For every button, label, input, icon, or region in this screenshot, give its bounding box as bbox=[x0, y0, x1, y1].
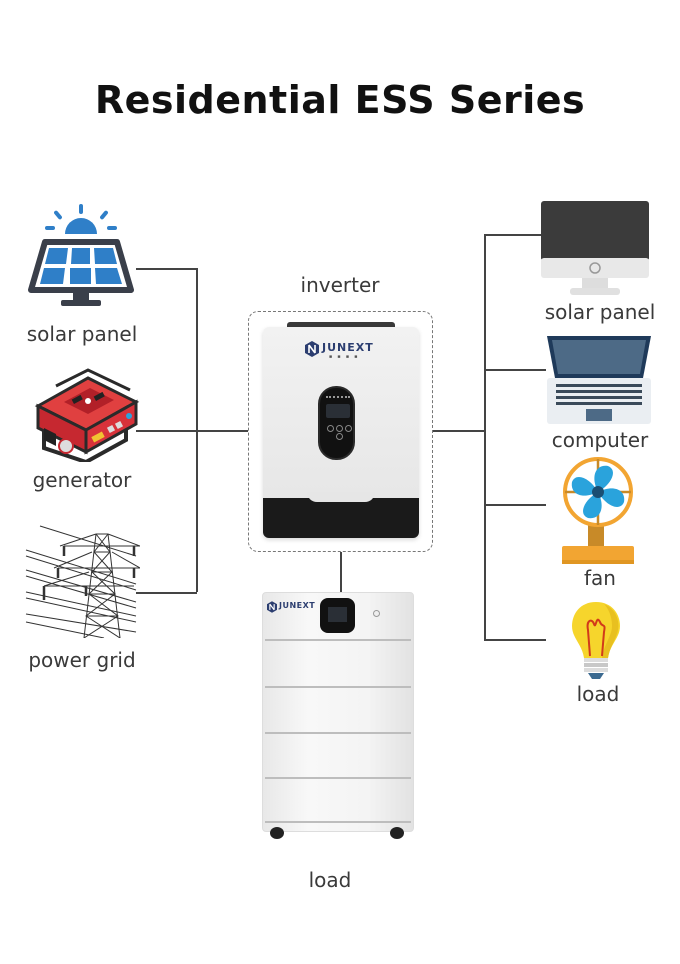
status-leds bbox=[326, 396, 350, 399]
source-solar-panel: solar panel bbox=[20, 198, 140, 348]
inverter-brand-sub: ■ ■ ■ ■ bbox=[329, 354, 360, 360]
battery-label: load bbox=[308, 868, 352, 892]
laptop-icon bbox=[547, 336, 651, 424]
connector-right-trunk bbox=[484, 234, 486, 639]
junext-logo-icon bbox=[305, 341, 319, 357]
battery-logo: JUNEXT bbox=[267, 601, 327, 617]
source-label: power grid bbox=[28, 648, 136, 672]
inverter-frame bbox=[248, 311, 433, 552]
inverter-control-panel[interactable] bbox=[318, 386, 355, 460]
battery-module-divider bbox=[265, 639, 411, 641]
fan-icon bbox=[562, 457, 634, 564]
load-monitor: solar panel bbox=[540, 200, 660, 330]
battery-module-divider bbox=[265, 732, 411, 734]
load-label: load bbox=[576, 682, 620, 706]
battery-display[interactable] bbox=[320, 598, 355, 633]
load-label: computer bbox=[551, 428, 649, 452]
connector-bulb bbox=[484, 639, 546, 641]
connector-generator bbox=[136, 430, 248, 432]
source-generator: generator bbox=[20, 366, 140, 496]
inverter-logo: JUNEXT ■ ■ ■ ■ bbox=[305, 340, 395, 360]
source-power-grid: power grid bbox=[22, 522, 142, 672]
connector-solar bbox=[136, 268, 197, 270]
inverter-label: inverter bbox=[300, 273, 380, 297]
page-title: Residential ESS Series bbox=[94, 78, 586, 122]
battery-module-divider bbox=[265, 777, 411, 779]
battery-module-divider bbox=[265, 821, 411, 823]
power-tower-icon bbox=[25, 525, 140, 638]
light-bulb-icon bbox=[572, 602, 620, 679]
monitor-icon bbox=[541, 201, 649, 295]
source-label: generator bbox=[32, 468, 132, 492]
control-buttons[interactable] bbox=[322, 424, 356, 440]
junext-logo-icon bbox=[267, 601, 277, 613]
source-label: solar panel bbox=[26, 322, 138, 346]
power-button[interactable] bbox=[373, 610, 380, 617]
solar-panel-icon bbox=[28, 204, 134, 306]
connector-monitor bbox=[484, 234, 542, 236]
load-laptop: computer bbox=[544, 334, 664, 454]
connector-battery bbox=[340, 552, 342, 592]
battery-brand: JUNEXT bbox=[279, 601, 316, 610]
connector-fan bbox=[484, 504, 546, 506]
connector-inverter-out bbox=[433, 430, 485, 432]
load-fan: fan bbox=[560, 456, 640, 596]
generator-icon bbox=[34, 368, 140, 462]
wheel-right bbox=[390, 827, 404, 839]
load-bulb: load bbox=[568, 600, 628, 710]
inverter-top-cover bbox=[287, 322, 395, 328]
battery-unit: JUNEXT bbox=[262, 592, 414, 842]
load-label: fan bbox=[584, 566, 616, 590]
connector-laptop bbox=[484, 369, 546, 371]
inverter-unit: JUNEXT ■ ■ ■ ■ bbox=[263, 322, 419, 538]
inverter-brand: JUNEXT bbox=[322, 341, 374, 354]
battery-module-divider bbox=[265, 686, 411, 688]
load-label: solar panel bbox=[544, 300, 656, 324]
inverter-base bbox=[263, 492, 419, 538]
wheel-left bbox=[270, 827, 284, 839]
connector-grid bbox=[136, 592, 197, 594]
lcd-screen bbox=[326, 404, 350, 418]
